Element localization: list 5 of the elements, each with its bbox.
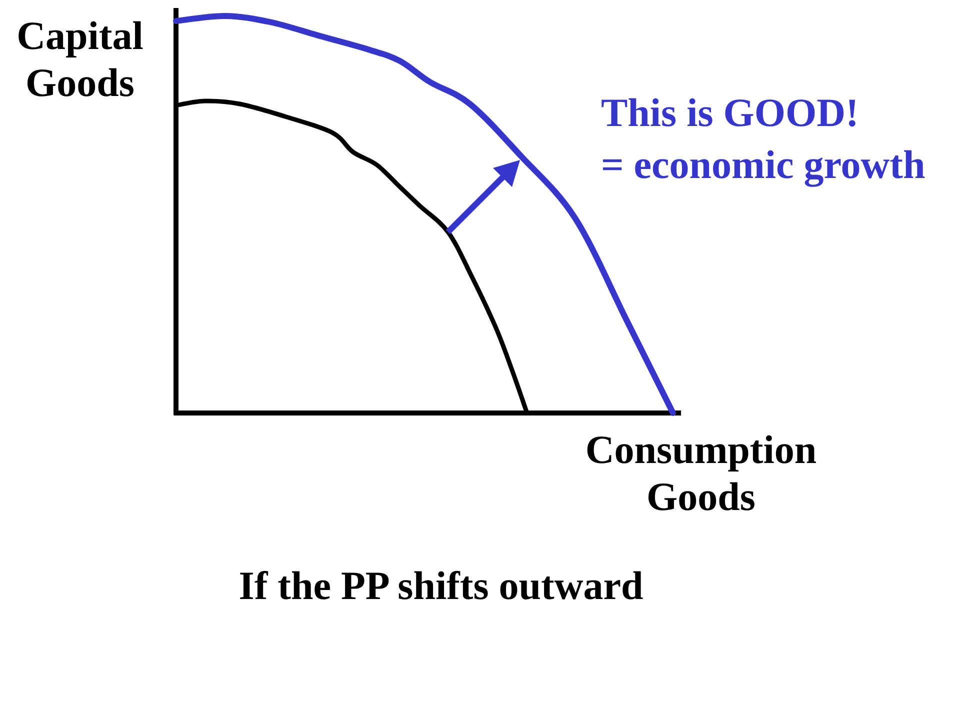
annotation-text: = economic growth	[601, 141, 926, 188]
caption: If the PP shifts outward	[238, 562, 644, 609]
axis-label: Consumption Goods	[584, 426, 818, 520]
annotation-text: This is GOOD!	[601, 89, 859, 136]
axis-label: Capital Goods	[16, 12, 144, 106]
